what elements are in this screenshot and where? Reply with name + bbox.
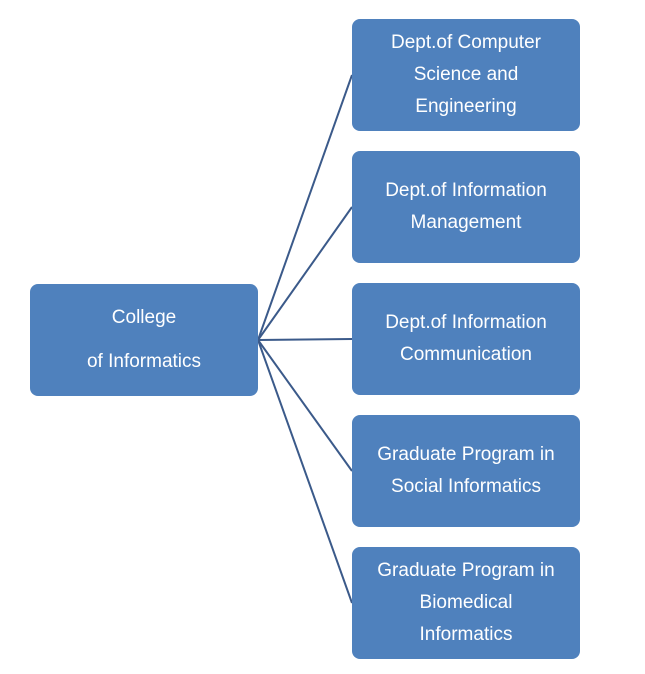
- child-node-label-line: Engineering: [415, 96, 517, 117]
- connector-line: [257, 339, 353, 604]
- connector-line: [257, 339, 353, 472]
- child-node-label-line: Dept.of Computer: [391, 32, 541, 53]
- child-node-information-communication: Dept.of Information Communication: [352, 283, 580, 395]
- child-node-label-line: Dept.of Information: [385, 180, 547, 201]
- connector-line: [257, 206, 353, 341]
- child-node-computer-science: Dept.of Computer Science and Engineering: [352, 19, 580, 131]
- root-node-college-of-informatics: College of Informatics: [30, 284, 258, 396]
- child-node-label-line: Management: [410, 212, 522, 233]
- child-node-information-management: Dept.of Information Management: [352, 151, 580, 263]
- child-node-label-line: Graduate Program in: [377, 444, 555, 465]
- child-node-label-line: Biomedical: [419, 592, 513, 613]
- child-node-label-line: Informatics: [419, 624, 513, 645]
- root-node-label-line: College: [111, 307, 177, 328]
- child-node-social-informatics: Graduate Program in Social Informatics: [352, 415, 580, 527]
- connector-line: [257, 74, 353, 341]
- child-node-label-line: Dept.of Information: [385, 312, 547, 333]
- child-node-biomedical-informatics: Graduate Program in Biomedical Informati…: [352, 547, 580, 659]
- connector-line: [257, 338, 353, 341]
- child-node-label-line: Communication: [400, 344, 532, 365]
- child-node-label-line: Science and: [413, 64, 519, 85]
- child-node-label-line: Social Informatics: [391, 476, 541, 497]
- root-node-label-line: of Informatics: [86, 351, 202, 372]
- child-node-label-line: Graduate Program in: [377, 560, 555, 581]
